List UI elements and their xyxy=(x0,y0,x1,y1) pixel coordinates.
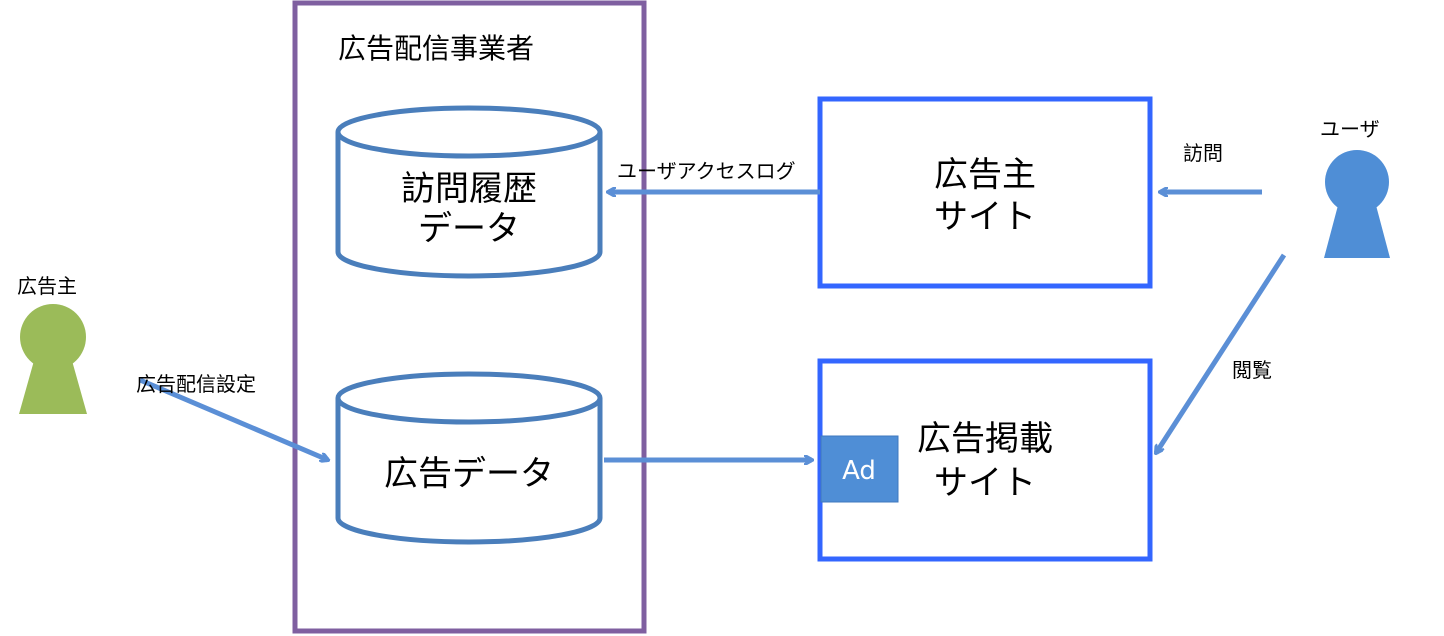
ad-network-box xyxy=(292,0,647,634)
user-person-icon xyxy=(1324,150,1390,258)
visit-history-label-line2: データ xyxy=(418,209,520,249)
advertiser-site-label-line2: サイト xyxy=(934,197,1036,237)
advertiser-site-label-line1: 広告主 xyxy=(934,155,1036,195)
arrow-ad-delivery-settings xyxy=(139,377,328,460)
ad-data-db: 広告データ xyxy=(335,371,603,545)
edge-label-visit: 訪問 xyxy=(1183,141,1223,165)
ad-badge-label: Ad xyxy=(842,456,876,486)
edge-label-browse: 閲覧 xyxy=(1232,358,1272,382)
ad-data-label: 広告データ xyxy=(384,454,554,494)
visit-history-label-line1: 訪問履歴 xyxy=(401,169,537,209)
ad-badge: Ad xyxy=(820,435,899,503)
arrow-browse xyxy=(1156,253,1287,453)
publisher-site-label-line1: 広告掲載 xyxy=(917,419,1053,459)
edge-label-user-access-log: ユーザアクセスログ xyxy=(617,159,796,183)
advertiser-person-icon xyxy=(19,304,87,414)
publisher-site-label-line2: サイト xyxy=(934,463,1036,503)
visit-history-db: 訪問履歴 データ xyxy=(335,105,603,279)
user-label: ユーザ xyxy=(1320,117,1380,141)
ad-network-title: 広告配信事業者 xyxy=(338,32,534,65)
advertiser-label: 広告主 xyxy=(17,274,77,298)
publisher-site-box xyxy=(817,358,1153,562)
edge-label-ad-delivery-settings: 広告配信設定 xyxy=(136,372,256,396)
